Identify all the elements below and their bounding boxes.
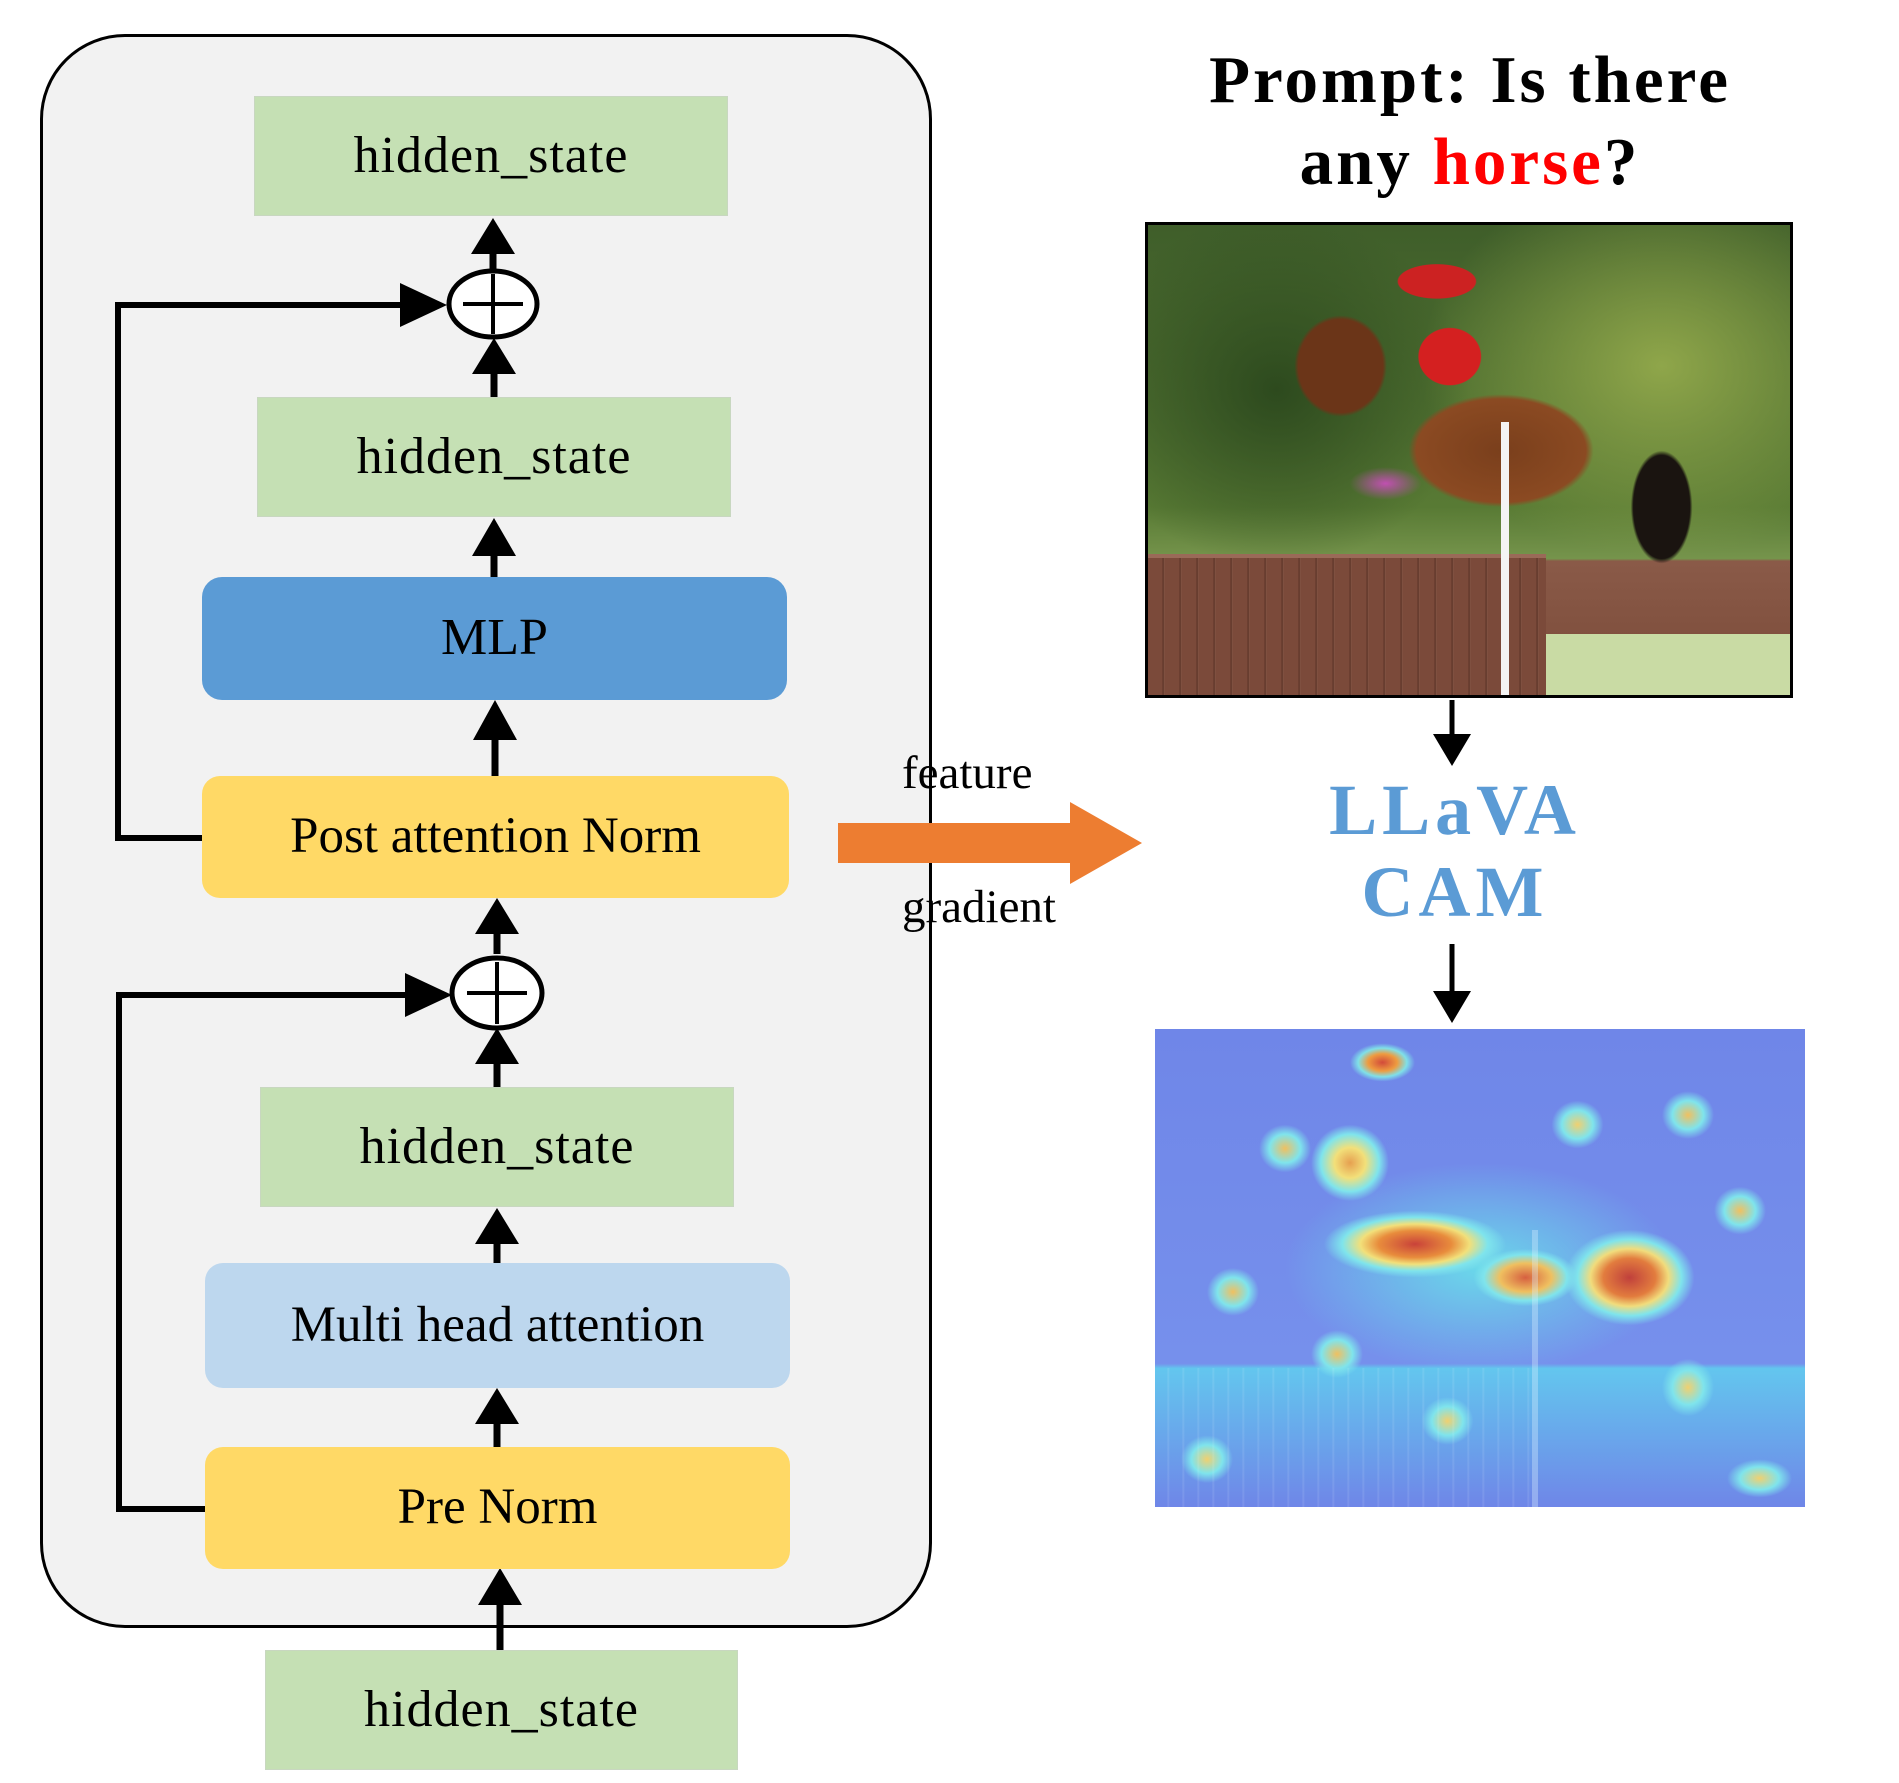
arrow-down-icon [1433,944,1471,1023]
method-name-line-1: LLaVA [1329,770,1581,850]
attention-hidden-state-label: hidden_state [359,1117,635,1175]
arrow-mlp-to-hiddenstate [472,518,516,577]
output-hidden-state-block: hidden_state [254,96,728,216]
attention-hidden-state-block: hidden_state [260,1087,734,1207]
arrow-hiddenstate-to-add1 [472,338,516,397]
photo-grass [1546,633,1790,695]
arrow-postnorm-to-mlp [473,700,517,776]
pre-norm-block: Pre Norm [205,1447,790,1569]
prompt-prefix: Prompt: Is there [1209,43,1731,117]
prompt-any: any [1299,125,1433,199]
heatmap-fence-texture [1155,1368,1532,1507]
arrow-add2-to-postnorm [475,898,519,954]
post-attention-norm-label: Post attention Norm [290,808,701,865]
arrow-prenorm-to-attention [475,1388,519,1447]
mlp-block: MLP [202,577,787,700]
prompt-line-2: any horse? [1100,122,1840,202]
multi-head-attention-label: Multi head attention [290,1296,705,1353]
arrow-down-icon [1433,700,1471,766]
add-node-attention [449,955,545,1031]
photo-pole [1501,422,1510,695]
input-hidden-state-block: hidden_state [265,1650,738,1770]
input-hidden-state-label: hidden_state [364,1680,639,1738]
add-node-mlp [446,268,540,340]
arrow-add1-to-output [471,218,515,270]
input-horse-photo [1145,222,1793,698]
prompt-highlight-word: horse [1432,125,1604,199]
method-name-line-2: CAM [1361,852,1549,932]
post-attention-norm-block: Post attention Norm [202,776,789,898]
mlp-label: MLP [441,609,548,667]
arrow-hiddenstate-to-add2 [475,1028,519,1087]
arrow-input-to-prenorm [478,1568,522,1652]
heatmap-pole-trace [1532,1229,1538,1507]
mlp-hidden-state-block: hidden_state [257,397,731,517]
gradient-label: gradient [902,881,1056,933]
photo-fence [1148,554,1547,695]
output-hidden-state-label: hidden_state [353,126,629,184]
cam-heatmap-output [1155,1029,1805,1507]
residual-connection-mlp [115,283,447,841]
pre-norm-label: Pre Norm [397,1479,598,1536]
residual-connection-attention [116,973,452,1512]
orange-arrow-icon [838,802,1142,884]
mlp-hidden-state-label: hidden_state [356,427,632,485]
feature-label: feature [902,747,1033,799]
prompt-question-mark: ? [1603,125,1641,199]
multi-head-attention-block: Multi head attention [205,1263,790,1388]
arrow-attention-to-hiddenstate [475,1208,519,1263]
prompt-line-1: Prompt: Is there [1100,40,1840,120]
